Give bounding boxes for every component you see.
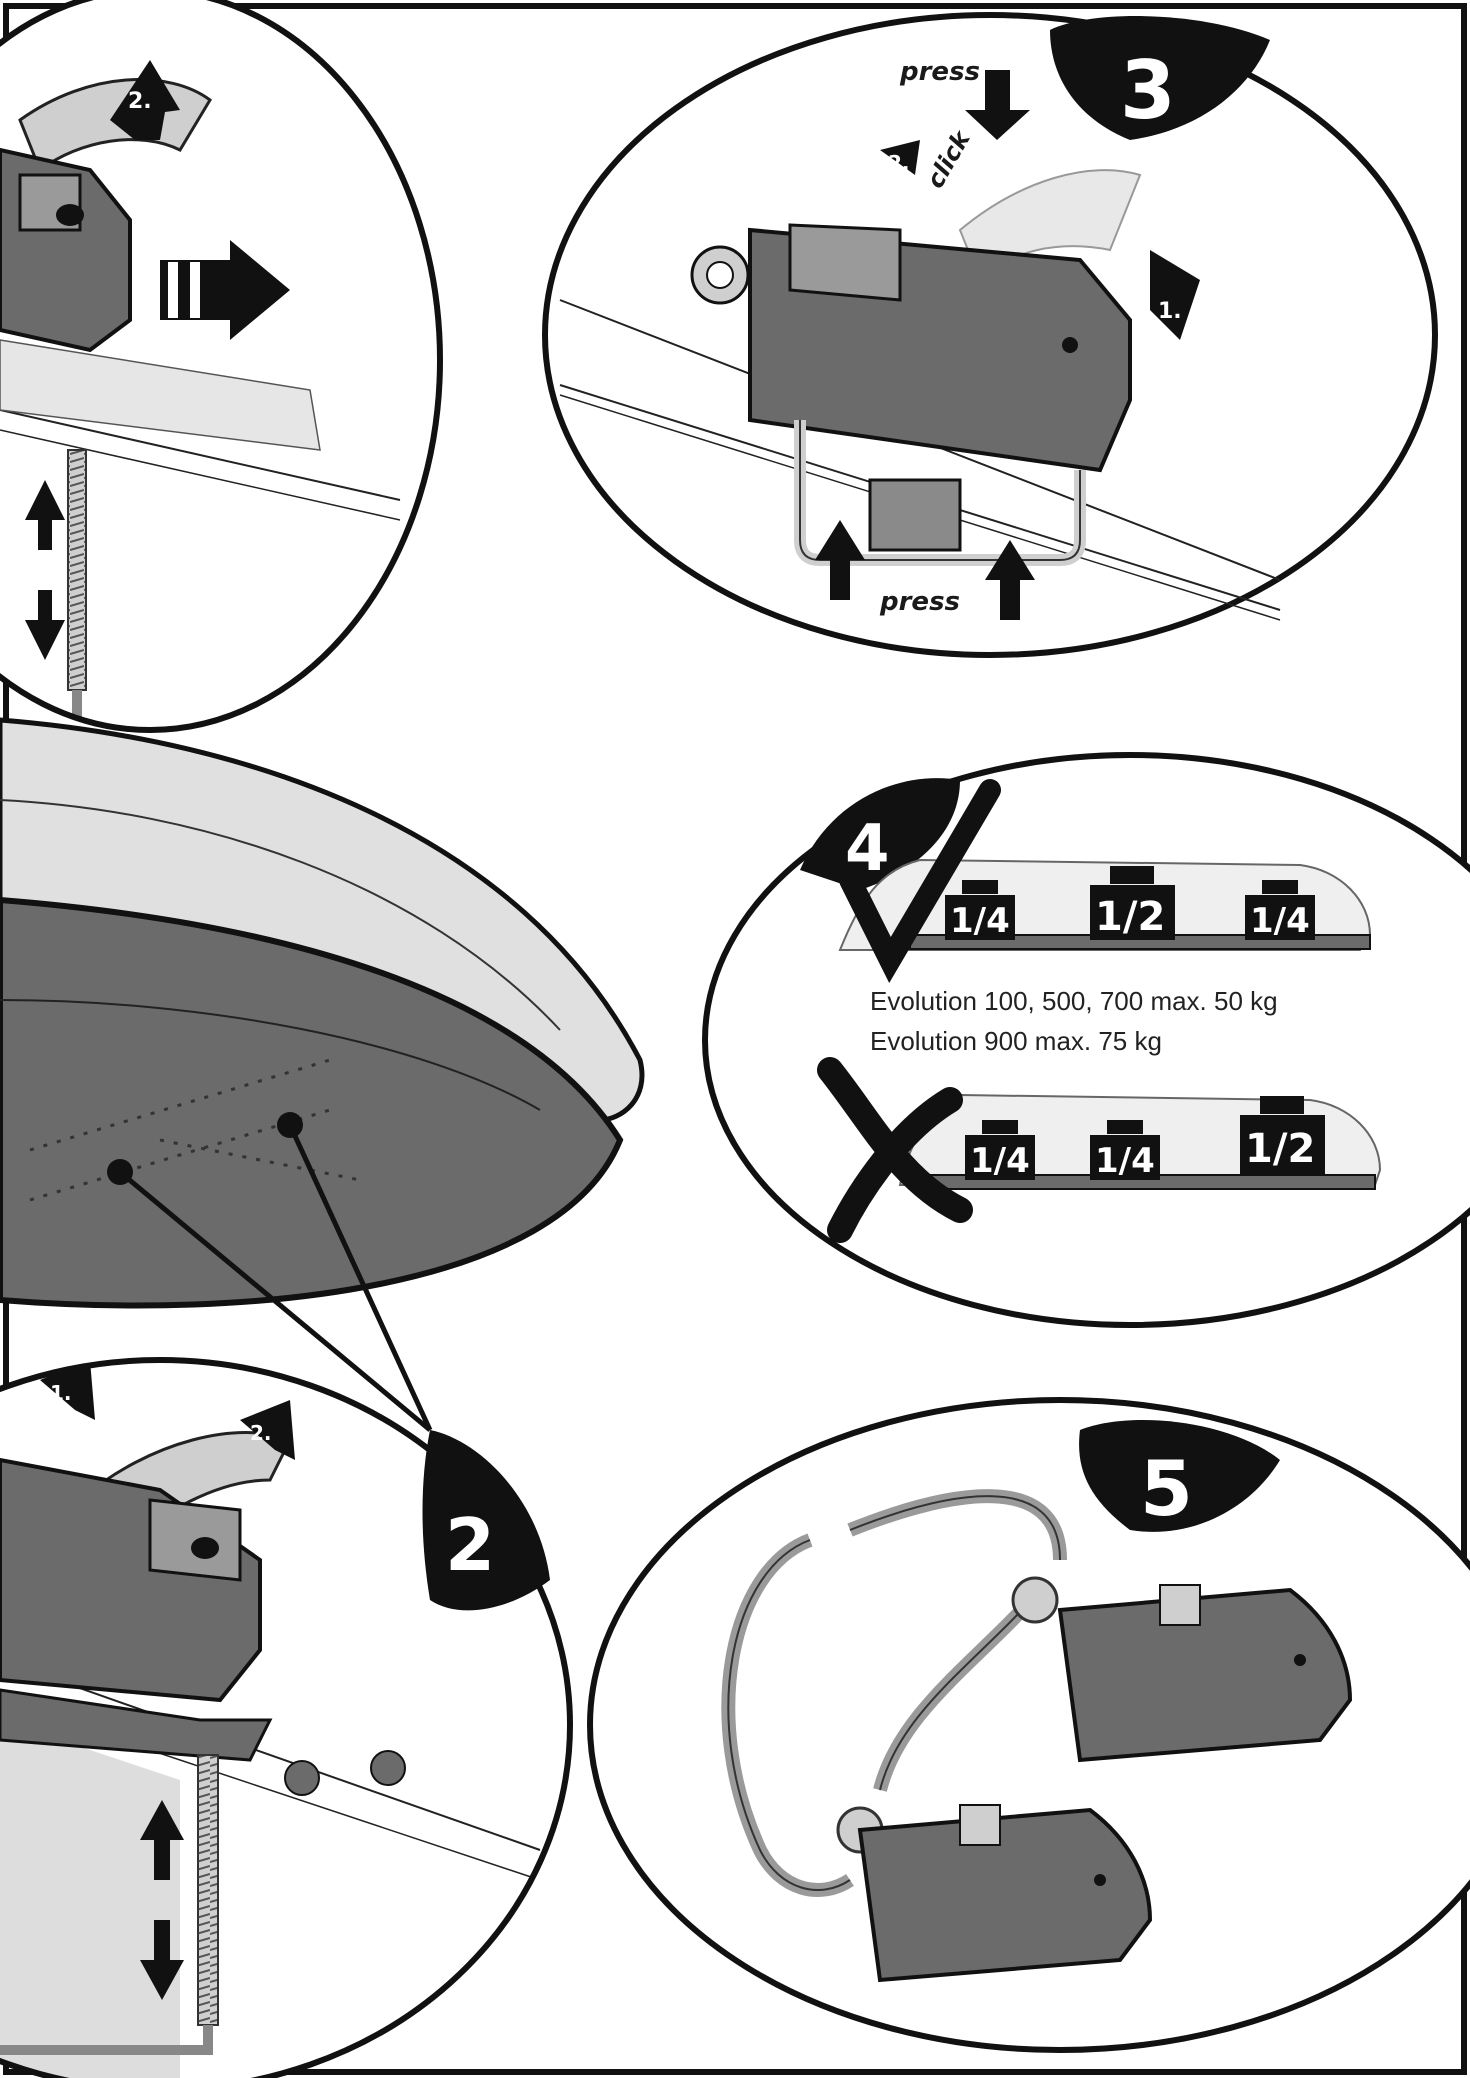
press-label-bottom: press (879, 587, 960, 617)
arrow-label: 2. (250, 1421, 272, 1445)
panel-step-2: 1. 2. 2 (0, 1357, 573, 2078)
step-5-badge (1079, 1420, 1280, 1532)
weight-wrong-3: 1/2 (1240, 1096, 1325, 1175)
step-number: 5 (1140, 1444, 1193, 1533)
roof-box-illustration (0, 717, 645, 1432)
press-label-top: press (899, 57, 980, 87)
spec-line-2: Evolution 900 max. 75 kg (870, 1026, 1162, 1056)
panel-step-4: 4 1/4 1/2 1/4 Evolution 100, 500, 700 ma… (702, 752, 1470, 1328)
spring-icon (67, 449, 87, 691)
step-number: 2 (445, 1503, 495, 1587)
spec-line-1: Evolution 100, 500, 700 max. 50 kg (870, 986, 1278, 1016)
step-2-badge (422, 1430, 550, 1611)
arrow-label: 2. (888, 151, 910, 175)
weight-correct-2: 1/2 (1090, 866, 1175, 940)
weight-wrong-1: 1/4 (965, 1120, 1035, 1181)
arrow-label: 1. (1158, 299, 1182, 324)
weight-label: 1/4 (1250, 901, 1310, 941)
arrow-icon (965, 70, 1030, 140)
arrow-label: 1. (50, 1381, 72, 1405)
weight-wrong-2: 1/4 (1090, 1120, 1160, 1181)
step-4-badge (800, 778, 960, 890)
arrow-label: 2. (128, 89, 152, 114)
step-3-badge (1050, 16, 1270, 140)
step-number: 3 (1120, 44, 1176, 137)
weight-correct-1: 1/4 (945, 880, 1015, 941)
panel-step-5: 5 (587, 1397, 1470, 2053)
weight-label: 1/2 (1245, 1126, 1315, 1172)
weight-label: 1/4 (950, 901, 1010, 941)
weight-label: 1/4 (970, 1141, 1030, 1181)
weight-label: 1/2 (1095, 894, 1165, 940)
check-mark-icon (839, 779, 1001, 984)
panel-step-3: 3 press press 1. 2. click (542, 12, 1438, 658)
panel-top-left: 2. (0, 0, 443, 733)
spring-icon (197, 1754, 219, 2026)
cross-mark-icon (817, 1057, 973, 1243)
weight-label: 1/4 (1095, 1141, 1155, 1181)
weight-correct-3: 1/4 (1245, 880, 1315, 941)
